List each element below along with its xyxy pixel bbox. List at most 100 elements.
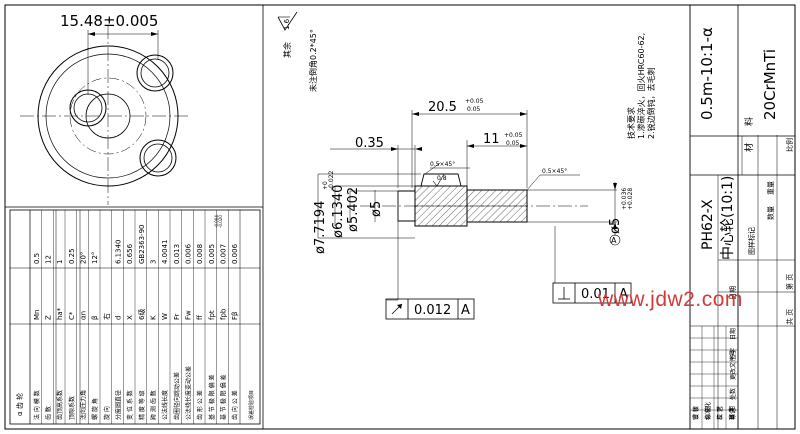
table-row-value: 3 <box>149 260 157 264</box>
revision-column: 签字 <box>729 348 737 360</box>
material-label-b: 料 <box>743 117 755 126</box>
chamfer-note: 未注倒角0.2*45° <box>308 29 318 92</box>
dia-6-1340: ø6.1340 <box>331 185 346 238</box>
dim-total-tol-lower: 0.05 <box>467 106 481 113</box>
table-row-value: 4.0041 <box>161 240 169 265</box>
table-row-name: 基 节 极 限 偏 差 <box>219 374 227 420</box>
signature-role: 校 对 <box>716 406 724 420</box>
dim-11-tol-upper: +0.05 <box>504 132 523 139</box>
signature-role: 会 签 <box>704 406 712 420</box>
rest-label: 其余 <box>282 42 292 58</box>
signature-role: 审 定 <box>728 406 736 420</box>
roughness-small: 0.8 <box>437 175 447 182</box>
table-row-value: 0.005 <box>208 244 216 264</box>
date-label: 日期 <box>729 286 737 300</box>
table-row-name: 分度圆直径 <box>114 390 122 420</box>
dia-7-7194-tol-upper: +0 <box>322 181 329 190</box>
table-row-value: 1 <box>56 260 64 264</box>
signature-role: 工 艺 <box>716 406 724 420</box>
table-row-name: 基 节 极 限 偏 差 <box>208 374 216 420</box>
table-row-name: 齿圈径向跳动公差 <box>173 372 181 420</box>
table-row-value: 12° <box>91 252 99 264</box>
gear-table-title: α 齿 轮 <box>15 393 24 416</box>
front-view <box>20 25 190 205</box>
pin-hole <box>69 89 107 127</box>
dia-5-fit: ø5 <box>608 218 623 234</box>
dim-15-48: 15.48±0.005 <box>60 12 158 30</box>
table-row-symbol: αn <box>79 311 87 320</box>
ratio-label: 比例 <box>785 138 794 152</box>
table-row-name: 旋 向 <box>103 406 111 420</box>
sheet-total: 共 页 <box>785 309 794 325</box>
table-row-value: 0.006 <box>184 243 192 264</box>
table-row-value: 0.007 <box>219 244 227 264</box>
dia-7-7194: ø7.7194 <box>313 201 328 254</box>
chamfer-left: 0.5×45° <box>430 161 455 168</box>
runout-datum: A <box>461 303 470 318</box>
w-tol-lower: -0.020 <box>218 215 223 228</box>
table-row-symbol: Fr <box>173 313 181 320</box>
table-row-symbol: fpt <box>208 310 216 320</box>
table-row-name: 顶隙系数 <box>68 396 76 420</box>
tech-line-1: 1.渗碳淬火，回火HRC60-62, <box>636 33 646 139</box>
check-items-label: 误差检验项目 <box>248 390 255 420</box>
sheet-number: 第 页 <box>785 274 794 290</box>
part-number: 0.5m-10:1-α <box>698 27 716 120</box>
signature-role: 日 期 <box>728 406 736 420</box>
dia-5: ø5 <box>369 201 384 217</box>
tech-line-2: 2.锐边倒钝，去毛刺 <box>646 67 656 139</box>
table-row-symbol: 6级 <box>137 309 146 320</box>
w-tol-upper: -0.004 <box>214 215 219 228</box>
table-row-value: GB2363-90 <box>138 225 146 264</box>
datum-a-symbol: A <box>611 236 617 245</box>
material-label-a: 材 <box>743 143 755 152</box>
table-row-name: 法向压力角 <box>79 390 87 420</box>
chamfer-right: 0.5×45° <box>542 168 567 175</box>
sheet-border <box>4 4 796 430</box>
gear-table: α 齿 轮法 向 模 数Mn0.5齿 数Z12齿顶高系数ha*1顶隙系数C*0.… <box>9 209 261 425</box>
revision-column: 日期 <box>729 328 737 340</box>
table-row-name: 齿 形 公 差 <box>196 390 204 420</box>
table-row-name: 螺 旋 角 <box>91 398 99 420</box>
table-row-value: 0.013 <box>173 244 181 264</box>
dia-5-fit-tol-upper: +0.036 <box>621 188 628 210</box>
table-row-symbol: K <box>149 315 157 320</box>
pin-hole <box>139 139 177 177</box>
table-row-value: 0.5 <box>33 253 41 264</box>
table-row-value: 12 <box>44 255 52 264</box>
watermark: www.jdw2.com <box>598 288 743 311</box>
table-row-value: 0.25 <box>68 248 76 264</box>
revision-column: 标记 <box>729 408 737 420</box>
tech-title: 技术要求 <box>626 107 636 139</box>
qty-label: 数量 <box>766 206 775 220</box>
material: 20CrMnTi <box>761 49 779 120</box>
table-row-symbol: C* <box>68 311 76 320</box>
table-row-symbol: Fw <box>184 310 192 320</box>
table-row-symbol: d <box>114 316 122 320</box>
table-row-name: 精 度 等 级 <box>138 390 146 420</box>
revision-column: 更改文件号 <box>729 350 737 380</box>
dim-11: 11 <box>483 132 500 147</box>
product-code: PH62-X <box>700 199 716 250</box>
perpendicularity-value: 0.01 <box>581 287 610 302</box>
section-view <box>277 11 632 320</box>
table-row-value: 6.1340 <box>114 240 122 265</box>
table-row-name: 变 位 系 数 <box>126 390 134 420</box>
table-row-symbol: ff <box>196 315 204 320</box>
table-row-name: 跨 测 齿 数 <box>149 390 157 420</box>
table-row-symbol: Fβ <box>231 312 239 321</box>
signature-role: 标准化 <box>704 402 712 420</box>
runout-value: 0.012 <box>414 303 451 318</box>
table-row-symbol: 右 <box>102 313 111 320</box>
dim-total-tol-upper: +0.05 <box>465 98 484 105</box>
table-row-value: 0.006 <box>231 243 239 264</box>
signature-role: 设 计 <box>692 406 700 420</box>
dia-5-fit-tol-lower: +0.028 <box>627 188 634 210</box>
table-row-symbol: Z <box>44 315 52 320</box>
table-row-name: 齿 数 <box>44 406 52 420</box>
table-row-symbol: β <box>91 316 99 320</box>
dia-7-7194-tol-lower: -0.022 <box>328 170 335 190</box>
part-name: 中心轮(10:1) <box>720 176 736 260</box>
pin-hole <box>136 54 174 92</box>
